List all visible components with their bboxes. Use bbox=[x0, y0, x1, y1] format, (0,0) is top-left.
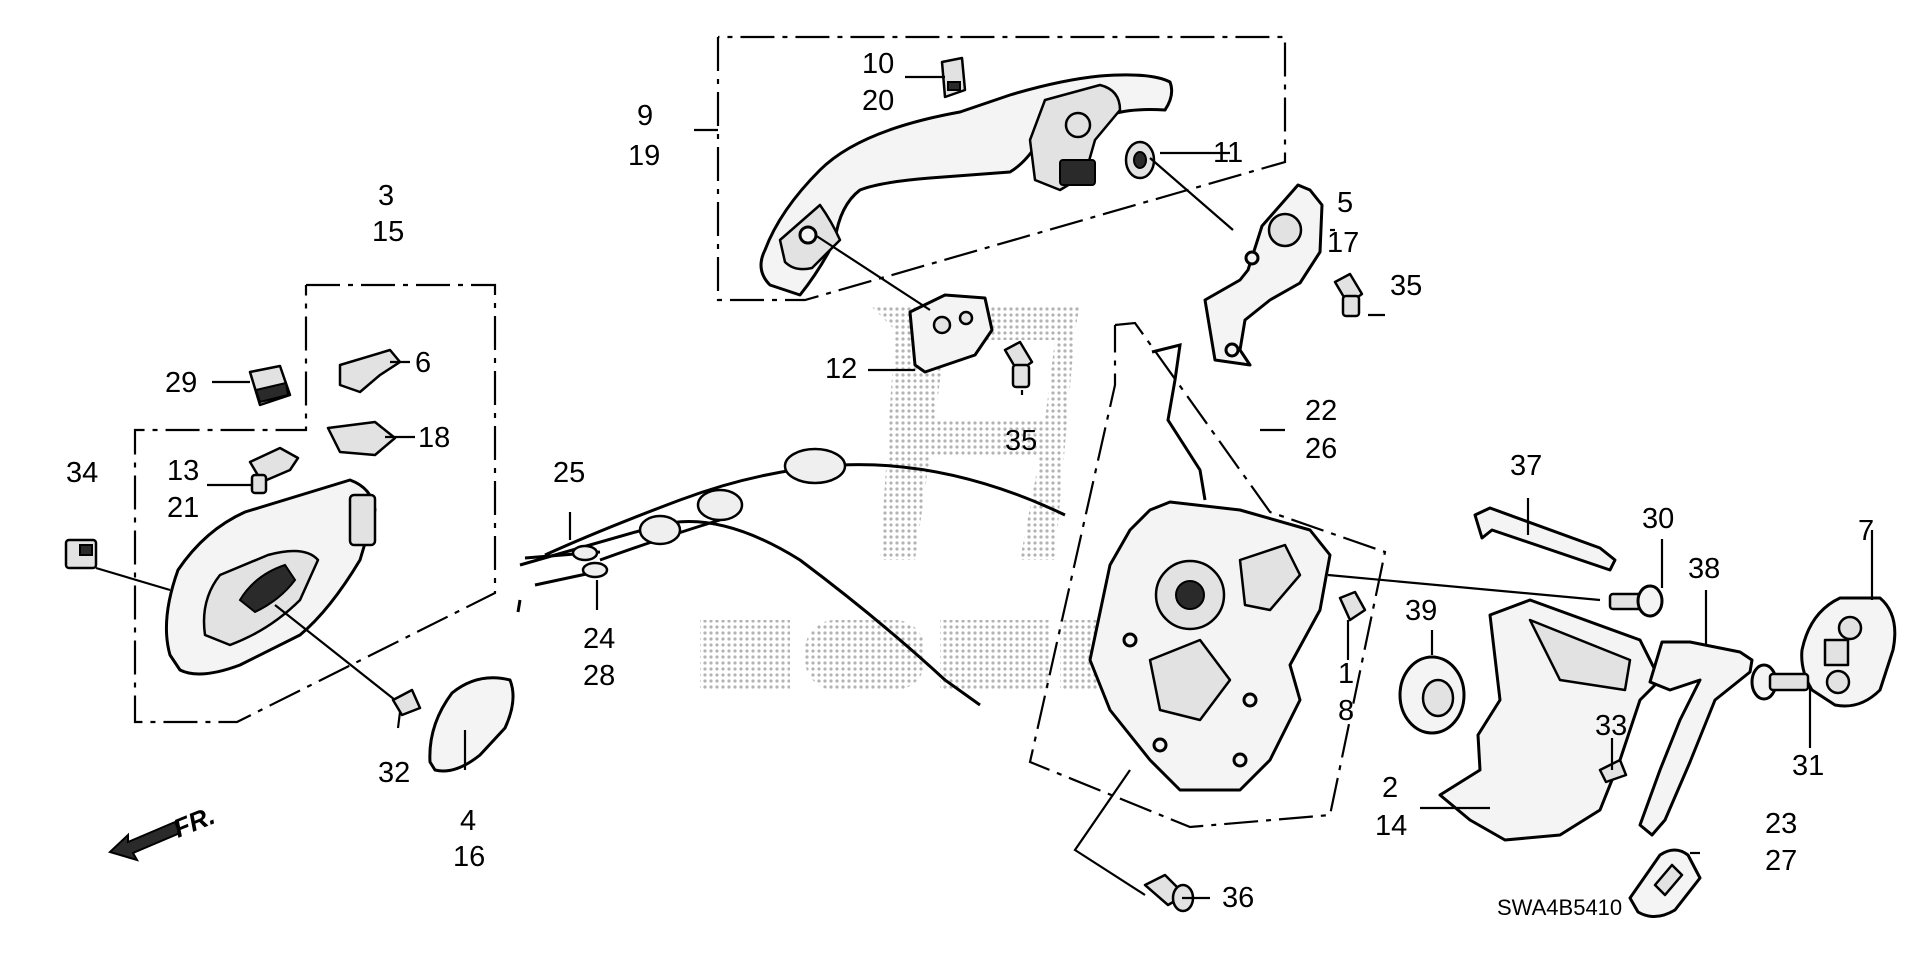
callout-20: 20 bbox=[862, 85, 894, 117]
group-outer-handle bbox=[716, 35, 1287, 302]
callout-5: 5 bbox=[1337, 187, 1353, 219]
callout-29: 29 bbox=[165, 367, 197, 399]
callout-33: 33 bbox=[1595, 710, 1627, 742]
callout-35-right: 35 bbox=[1390, 270, 1422, 302]
leader-lines bbox=[95, 75, 1874, 900]
callout-17: 17 bbox=[1327, 227, 1359, 259]
callout-14: 14 bbox=[1375, 810, 1407, 842]
diagram-reference-code: SWA4B5410 bbox=[1497, 895, 1622, 920]
inner-door-handle bbox=[164, 478, 377, 676]
direction-label: FR. bbox=[169, 800, 219, 844]
callout-12: 12 bbox=[825, 353, 857, 385]
callout-35-upper: 35 bbox=[1005, 425, 1037, 457]
callout-37: 37 bbox=[1510, 450, 1542, 482]
group-inner-handle bbox=[133, 283, 497, 724]
callout-19: 19 bbox=[628, 140, 660, 172]
callout-21: 21 bbox=[167, 492, 199, 524]
callout-11: 11 bbox=[1213, 137, 1243, 169]
grommet-39 bbox=[1398, 655, 1466, 735]
screw-33 bbox=[1598, 758, 1628, 784]
cap-23-27 bbox=[1628, 848, 1702, 918]
seal-38 bbox=[1638, 640, 1754, 837]
clip-34 bbox=[64, 538, 98, 570]
callout-36: 36 bbox=[1222, 882, 1254, 914]
callout-18: 18 bbox=[418, 422, 450, 454]
bolt-35-upper bbox=[1003, 340, 1034, 389]
callout-6: 6 bbox=[415, 347, 431, 379]
clip-18 bbox=[326, 420, 397, 457]
callout-25: 25 bbox=[553, 457, 585, 489]
callout-39: 39 bbox=[1405, 595, 1437, 627]
callout-31: 31 bbox=[1792, 750, 1824, 782]
clip-1-8 bbox=[1338, 590, 1367, 622]
screw-32 bbox=[391, 688, 422, 729]
bolt-30 bbox=[1608, 584, 1664, 618]
front-direction-indicator: FR. bbox=[108, 800, 219, 862]
cover-4-16 bbox=[428, 676, 515, 773]
outer-door-handle bbox=[759, 73, 1174, 297]
rod-22-26 bbox=[1151, 343, 1207, 501]
callout-labels: 9 19 10 20 11 5 17 35 12 35 22 26 3 15 2… bbox=[66, 48, 1874, 914]
callout-13: 13 bbox=[167, 455, 199, 487]
callout-9: 9 bbox=[637, 100, 653, 132]
handle-clip-10-20 bbox=[940, 56, 967, 99]
callout-23: 23 bbox=[1765, 808, 1797, 840]
callout-27: 27 bbox=[1765, 845, 1797, 877]
callout-22: 22 bbox=[1305, 395, 1337, 427]
callout-16: 16 bbox=[453, 841, 485, 873]
weatherstrip-37 bbox=[1473, 506, 1617, 572]
bolt-31 bbox=[1750, 663, 1810, 701]
handle-cap-11 bbox=[1124, 140, 1156, 180]
callout-8: 8 bbox=[1338, 695, 1354, 727]
bolt-35-right bbox=[1333, 272, 1364, 318]
group-latch bbox=[1028, 321, 1387, 829]
striker-7 bbox=[1800, 596, 1897, 708]
callout-4: 4 bbox=[460, 805, 476, 837]
callout-1: 1 bbox=[1338, 658, 1354, 690]
callout-34: 34 bbox=[66, 457, 98, 489]
callout-3: 3 bbox=[378, 180, 394, 212]
screw-36 bbox=[1143, 873, 1195, 913]
handle-bracket-12 bbox=[908, 293, 994, 374]
callout-30: 30 bbox=[1642, 503, 1674, 535]
bracket-5-17 bbox=[1203, 183, 1324, 367]
clip-13-21 bbox=[248, 446, 300, 495]
callout-24: 24 bbox=[583, 623, 615, 655]
callout-2: 2 bbox=[1382, 772, 1398, 804]
callout-15: 15 bbox=[372, 216, 404, 248]
callout-38: 38 bbox=[1688, 553, 1720, 585]
callout-28: 28 bbox=[583, 660, 615, 692]
callout-10: 10 bbox=[862, 48, 894, 80]
clip-6 bbox=[338, 348, 402, 394]
arrow-left-icon bbox=[108, 820, 182, 862]
callout-32: 32 bbox=[378, 757, 410, 789]
door-latch-assembly bbox=[1088, 500, 1332, 792]
cable-set bbox=[516, 447, 1066, 707]
clip-29 bbox=[248, 364, 292, 407]
callout-7: 7 bbox=[1858, 515, 1874, 547]
callout-26: 26 bbox=[1305, 433, 1337, 465]
